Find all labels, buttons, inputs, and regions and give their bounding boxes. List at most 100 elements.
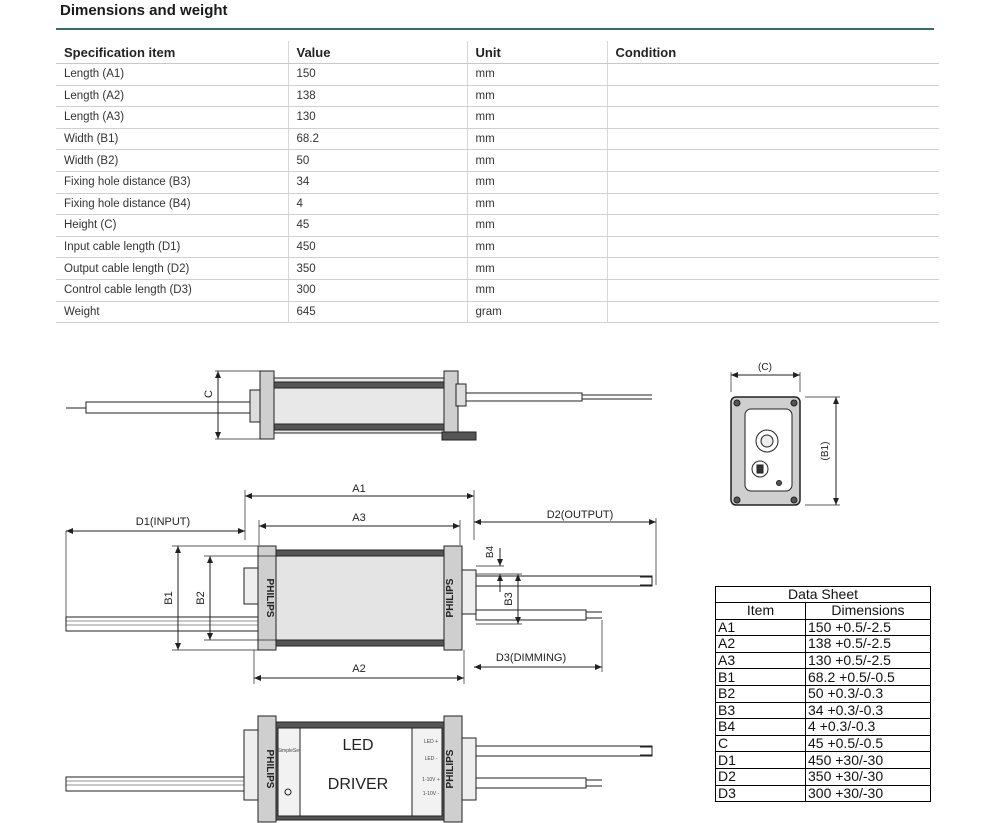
- cell-condition: [607, 236, 939, 259]
- cell-condition: [607, 85, 939, 108]
- dim-label-a1: A1: [352, 483, 365, 495]
- cell-condition: [607, 106, 939, 129]
- end-view: [730, 372, 840, 506]
- cell-value: 645: [288, 301, 468, 324]
- ds-cell-dimension: 300 +30/-30: [805, 784, 931, 803]
- cell-condition: [607, 279, 939, 302]
- cell-value: 138: [288, 85, 468, 108]
- cell-condition: [607, 128, 939, 151]
- dim-label-d2: D2(OUTPUT): [547, 509, 614, 521]
- brand-logo-bottom-left: PHILIPS: [264, 750, 275, 789]
- cell-item: Input cable length (D1): [56, 236, 289, 259]
- brand-logo-right: PHILIPS: [445, 578, 456, 617]
- cell-unit: mm: [467, 85, 608, 108]
- cell-value: 45: [288, 214, 468, 237]
- cell-value: 68.2: [288, 128, 468, 151]
- col-header-unit: Unit: [467, 41, 608, 64]
- cell-condition: [607, 63, 939, 86]
- cell-condition: [607, 301, 939, 324]
- cell-item: Control cable length (D3): [56, 279, 289, 302]
- cell-item: Output cable length (D2): [56, 257, 289, 280]
- cell-unit: mm: [467, 63, 608, 86]
- terminal-led-plus: LED +: [424, 739, 438, 745]
- brand-logo-bottom-right: PHILIPS: [445, 749, 456, 788]
- cell-unit: gram: [467, 301, 608, 324]
- cell-value: 450: [288, 236, 468, 259]
- terminal-led-minus: LED -: [425, 756, 438, 762]
- data-sheet-col-dimensions: Dimensions: [805, 602, 931, 620]
- module-label-led: LED: [342, 737, 373, 754]
- dim-label-c: C: [203, 390, 215, 398]
- cell-item: Height (C): [56, 214, 289, 237]
- dim-label-b1: B1: [163, 591, 175, 604]
- dim-label-b1-end: (B1): [820, 442, 831, 461]
- cell-item: Length (A3): [56, 106, 289, 129]
- cell-unit: mm: [467, 128, 608, 151]
- ds-cell-item: D1: [715, 751, 806, 769]
- ds-cell-dimension: 50 +0.3/-0.3: [805, 684, 931, 703]
- data-sheet-title: Data Sheet: [715, 586, 931, 603]
- col-header-condition: Condition: [607, 41, 939, 64]
- side-view: [66, 370, 652, 441]
- ds-cell-dimension: 450 +30/-30: [805, 751, 931, 769]
- section-divider: [56, 28, 934, 30]
- cell-condition: [607, 149, 939, 172]
- cell-condition: [607, 193, 939, 216]
- dim-label-d3: D3(DIMMING): [496, 652, 566, 664]
- ds-cell-item: D3: [715, 784, 806, 803]
- cell-value: 50: [288, 149, 468, 172]
- cell-unit: mm: [467, 106, 608, 129]
- cell-condition: [607, 257, 939, 280]
- cell-unit: mm: [467, 171, 608, 194]
- spec-table: Specification item Value Unit Condition …: [56, 41, 939, 324]
- dim-label-a2: A2: [352, 663, 365, 675]
- cell-item: Weight: [56, 301, 289, 324]
- dim-label-d1: D1(INPUT): [136, 516, 190, 528]
- ds-cell-item: B2: [715, 684, 806, 703]
- cell-unit: mm: [467, 257, 608, 280]
- cell-item: Length (A1): [56, 63, 289, 86]
- cell-item: Width (B2): [56, 149, 289, 172]
- section-title: Dimensions and weight: [60, 2, 228, 19]
- ds-cell-item: A3: [715, 651, 806, 670]
- col-header-value: Value: [288, 41, 468, 64]
- bottom-view: [65, 715, 653, 823]
- col-header-item: Specification item: [56, 41, 289, 64]
- cell-condition: [607, 214, 939, 237]
- dim-label-c-end: (C): [758, 362, 772, 373]
- dim-label-a3: A3: [352, 512, 365, 524]
- cell-value: 150: [288, 63, 468, 86]
- ds-cell-dimension: 68.2 +0.5/-0.5: [805, 668, 931, 686]
- cell-value: 350: [288, 257, 468, 280]
- ds-cell-dimension: 350 +30/-30: [805, 767, 931, 786]
- top-view: [65, 490, 657, 684]
- data-sheet-col-item: Item: [715, 602, 806, 620]
- cell-item: Fixing hole distance (B3): [56, 171, 289, 194]
- brand-logo-left: PHILIPS: [264, 579, 275, 618]
- cell-unit: mm: [467, 236, 608, 259]
- cell-value: 130: [288, 106, 468, 129]
- dim-label-b2: B2: [195, 591, 207, 604]
- cell-item: Fixing hole distance (B4): [56, 193, 289, 216]
